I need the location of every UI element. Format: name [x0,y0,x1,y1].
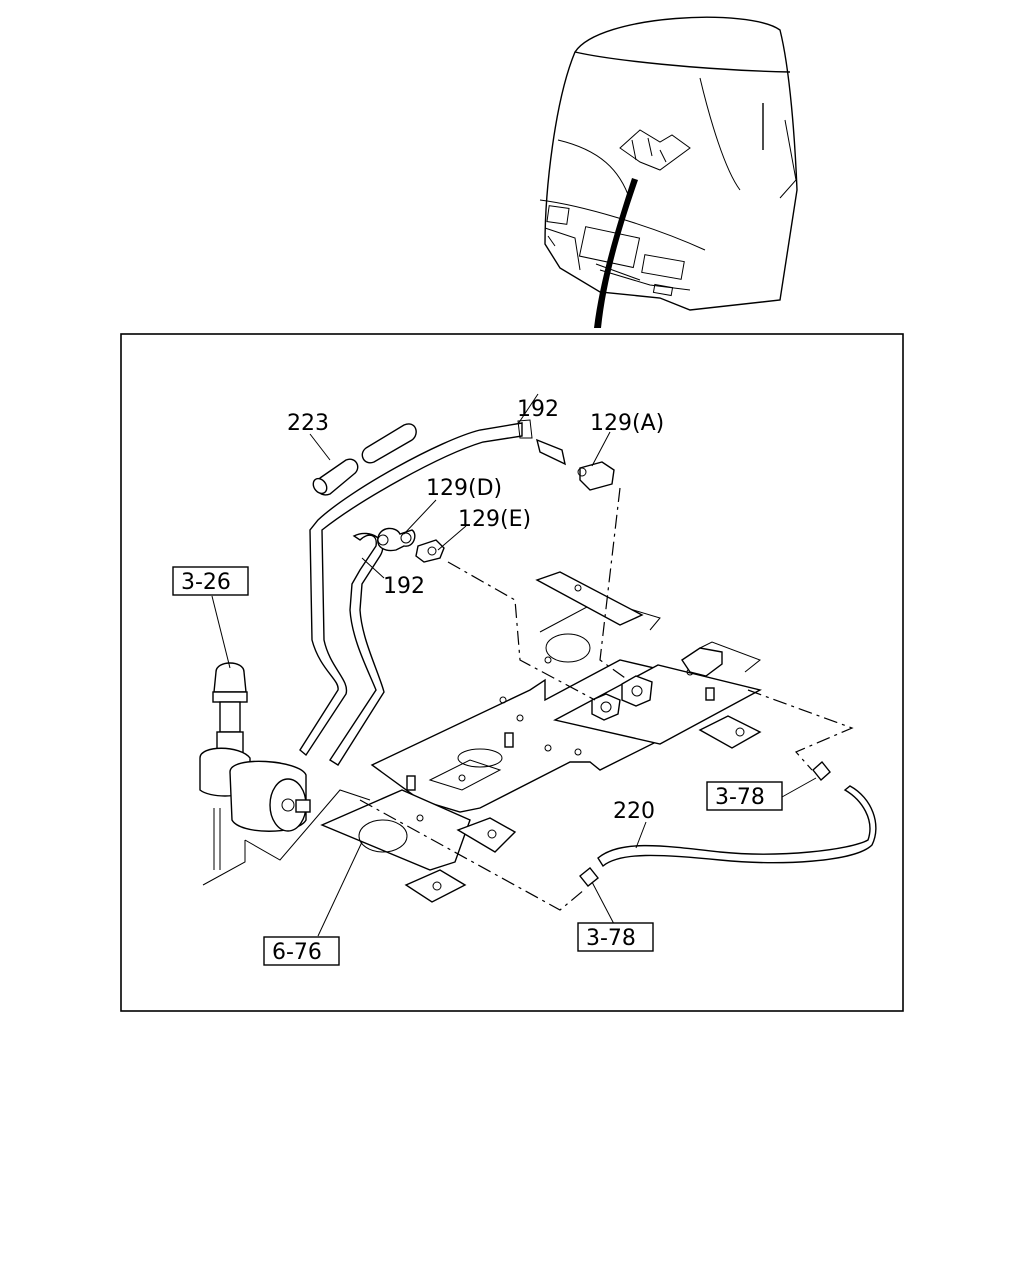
reference-3-78-right-label: 3-78 [715,785,765,810]
detail-frame [120,333,904,1012]
fitting-129a [535,438,615,491]
leader-lines [211,393,817,937]
callout-129a: 129(A) [590,411,664,436]
reference-3-26[interactable]: 3-26 [172,566,249,596]
pipe-223 [312,423,417,496]
callout-129d: 129(D) [426,476,502,501]
callout-220: 220 [613,799,655,824]
reference-3-78-bottom-label: 3-78 [586,926,636,951]
callout-129e: 129(E) [458,507,531,532]
reference-3-26-label: 3-26 [181,570,231,595]
reference-3-78-bottom[interactable]: 3-78 [577,922,654,952]
callout-192-top: 192 [517,397,559,422]
reference-6-76[interactable]: 6-76 [263,936,340,966]
truck-cab-illustration [539,16,798,328]
fitting-129e [415,539,445,563]
hose-220 [579,760,877,887]
callout-223: 223 [287,411,329,436]
fitting-129d [377,527,416,552]
valve-assembly [199,662,371,886]
routing-lines [359,487,854,911]
reference-3-78-right[interactable]: 3-78 [706,781,783,811]
callout-192-mid: 192 [383,574,425,599]
mounting-bracket [320,571,762,903]
reference-6-76-label: 6-76 [272,940,322,965]
hose-192 [299,419,533,766]
